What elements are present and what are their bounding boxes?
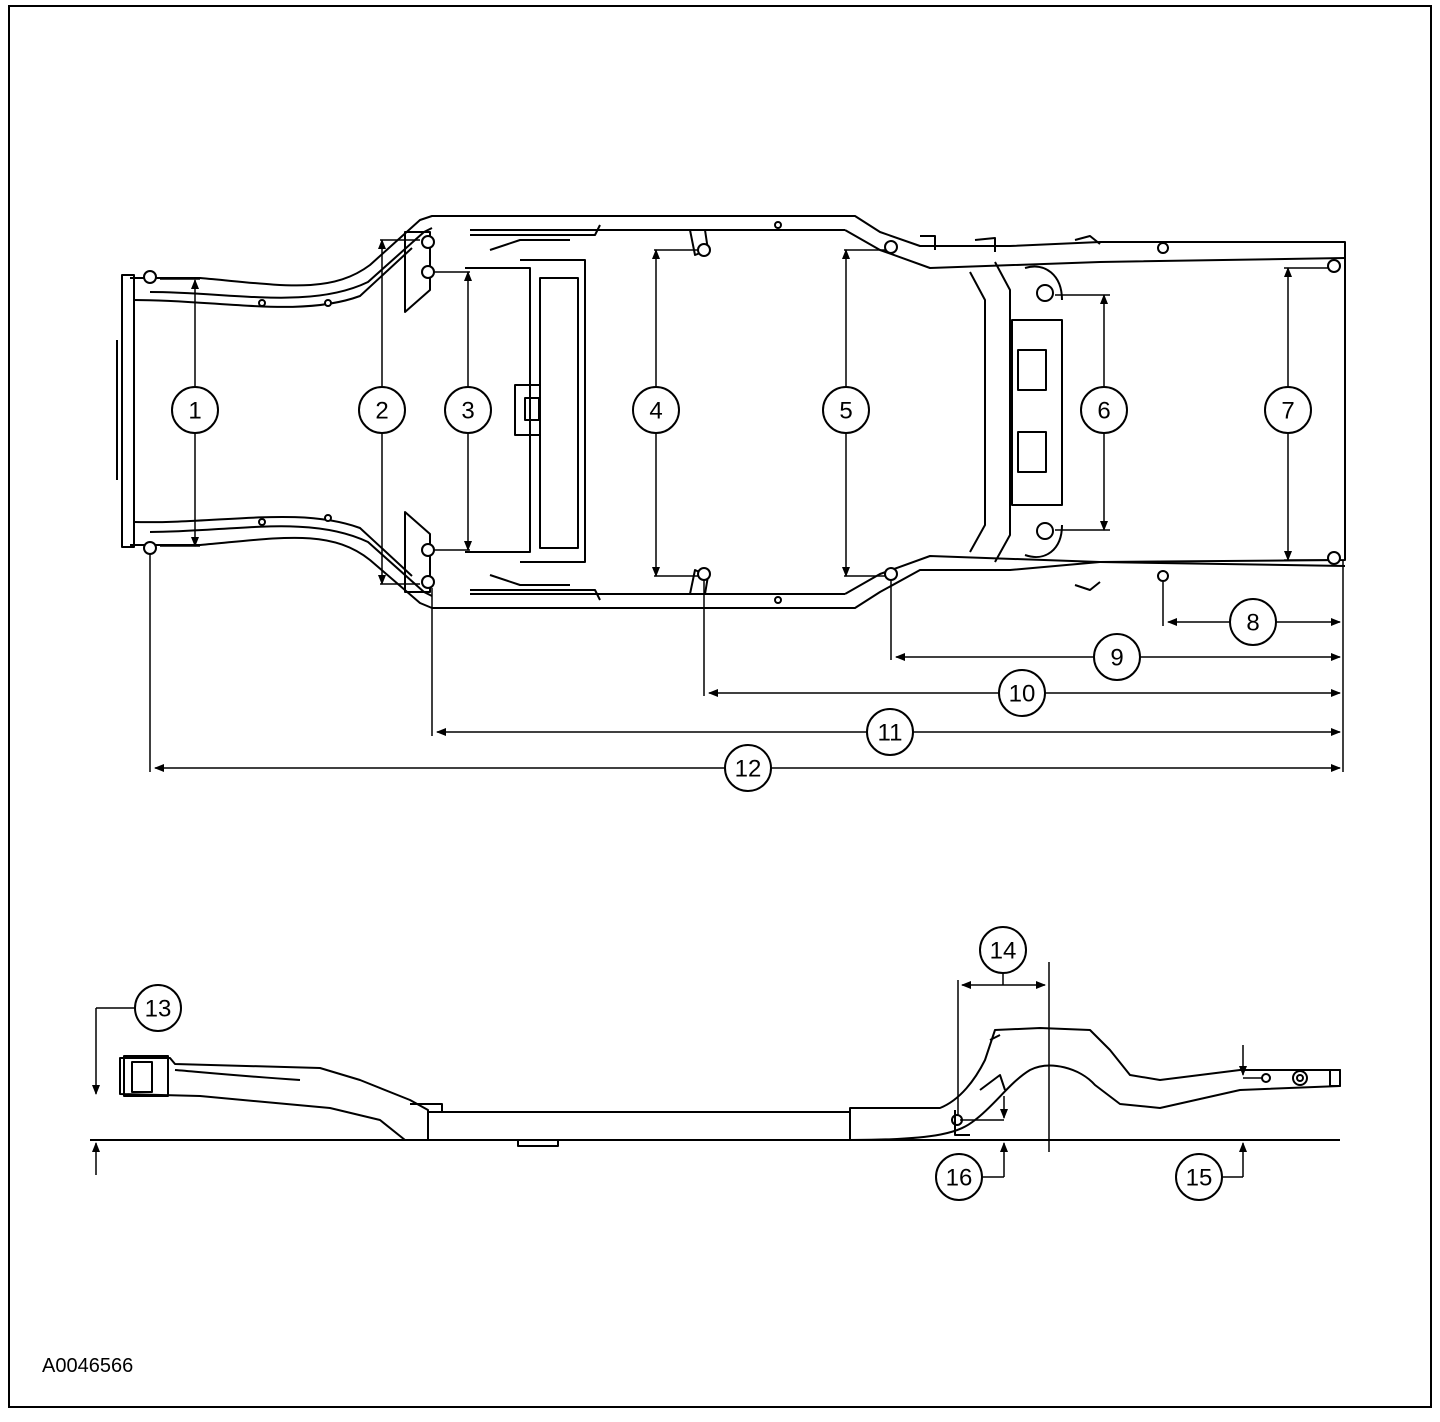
callout-13: 13 [134,984,182,1032]
callout-1: 1 [171,386,219,434]
svg-text:12: 12 [735,756,762,783]
callout-15: 15 [1175,1153,1223,1201]
figure-id: A0046566 [42,1355,134,1377]
svg-text:2: 2 [375,398,388,425]
frame-side-view [90,1027,1341,1147]
svg-text:1: 1 [188,398,201,425]
callout-11: 11 [866,708,914,756]
svg-text:10: 10 [1009,681,1036,708]
callout-8: 8 [1229,598,1277,646]
svg-text:13: 13 [145,996,172,1023]
dimension-lines-top [149,239,1344,772]
svg-text:4: 4 [649,398,662,425]
figure-frame [8,5,1432,1408]
frame-top-view [116,215,1346,609]
frame-holes [143,221,1341,604]
callout-16: 16 [935,1153,983,1201]
svg-text:7: 7 [1281,398,1294,425]
callout-6: 6 [1080,386,1128,434]
svg-text:11: 11 [878,720,903,747]
svg-text:6: 6 [1097,398,1110,425]
callout-3: 3 [444,386,492,434]
callout-10: 10 [998,669,1046,717]
svg-text:16: 16 [946,1165,973,1192]
callout-12: 12 [724,744,772,792]
callout-7: 7 [1264,386,1312,434]
svg-text:3: 3 [461,398,474,425]
svg-text:9: 9 [1110,645,1123,672]
svg-text:5: 5 [839,398,852,425]
svg-text:8: 8 [1246,610,1259,637]
callout-5: 5 [822,386,870,434]
callout-14: 14 [979,926,1027,974]
svg-text:15: 15 [1186,1165,1213,1192]
callout-2: 2 [358,386,406,434]
dimension-lines-side [92,962,1262,1178]
svg-text:14: 14 [990,938,1017,965]
callout-9: 9 [1093,633,1141,681]
callout-4: 4 [632,386,680,434]
